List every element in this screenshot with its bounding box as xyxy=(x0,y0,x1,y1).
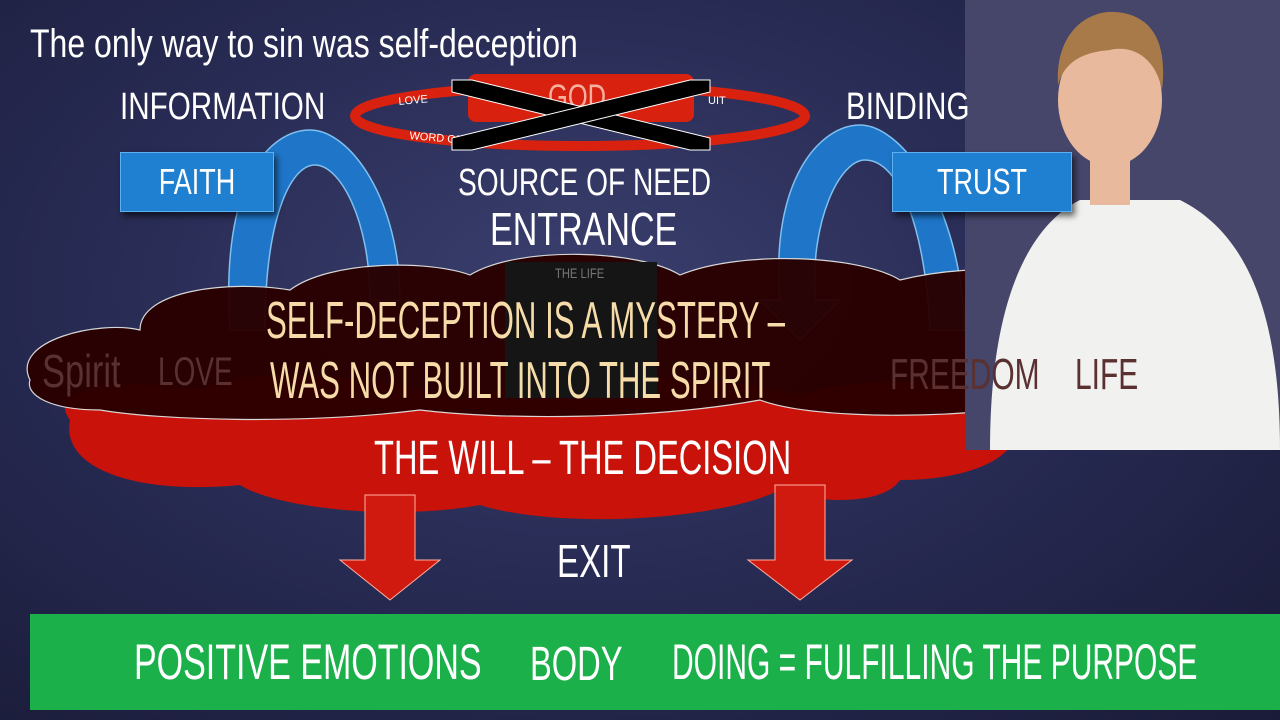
faded-freedom: FREEDOM xyxy=(890,350,1040,399)
doing-purpose: DOING = FULFILLING THE PURPOSE xyxy=(672,634,1198,690)
faded-spirit: Spirit xyxy=(42,345,121,397)
slide-title: The only way to sin was self-deception xyxy=(30,22,578,66)
mystery-line-1: SELF-DECEPTION IS A MYSTERY – xyxy=(266,292,786,350)
body-label: BODY xyxy=(530,638,623,691)
information-label: INFORMATION xyxy=(120,86,326,128)
faded-life: LIFE xyxy=(1075,350,1139,399)
bottom-bar: POSITIVE EMOTIONS BODY DOING = FULFILLIN… xyxy=(30,614,1280,710)
entrance-label: ENTRANCE xyxy=(490,203,678,255)
presenter-photo xyxy=(965,0,1280,450)
exit-label: EXIT xyxy=(557,535,631,587)
down-arrow-left xyxy=(338,494,442,601)
faded-the-life: THE LIFE xyxy=(555,265,605,281)
faded-love: LOVE xyxy=(158,350,233,394)
will-decision: THE WILL – THE DECISION xyxy=(374,432,792,485)
the-life-image xyxy=(505,262,657,398)
trust-box: TRUST xyxy=(892,152,1072,212)
ring-label-uit: UIT xyxy=(708,95,726,107)
mystery-line-2: WAS NOT BUILT INTO THE SPIRIT xyxy=(270,352,771,410)
positive-emotions: POSITIVE EMOTIONS xyxy=(134,634,482,690)
faith-box: FAITH xyxy=(120,152,274,212)
down-arrow-right xyxy=(746,484,854,601)
faith-label: FAITH xyxy=(158,161,236,202)
source-of-need: SOURCE OF NEED xyxy=(458,162,712,204)
trust-label: TRUST xyxy=(937,161,1027,202)
binding-label: BINDING xyxy=(846,86,970,128)
